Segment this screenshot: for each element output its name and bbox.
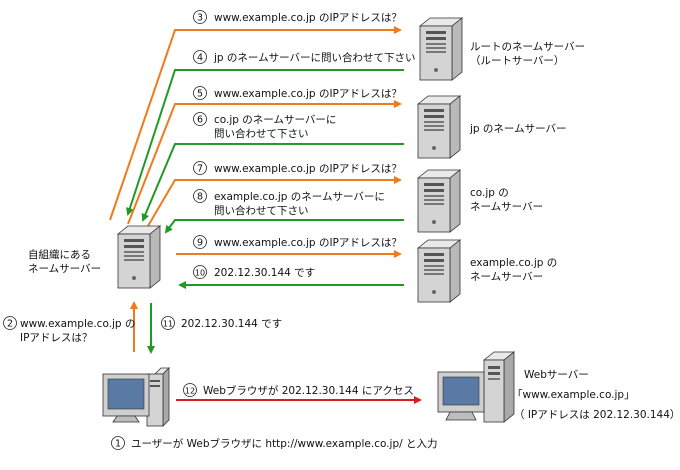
arrow-step-3 [109, 26, 402, 221]
step-number: 8 [197, 192, 203, 203]
server-name: co.jp の [470, 187, 509, 199]
webserver-label: Webサーバー 「www.example.co.jp」 （ IPアドレスは 20… [512, 369, 680, 421]
step-label-7: 7 www.example.co.jp のIPアドレスは？ [193, 161, 402, 175]
step-label-10: 10 202.12.30.144 です [193, 265, 315, 279]
step-label-5: 5 www.example.co.jp のIPアドレスは？ [193, 86, 402, 100]
webserver-ip: （ IPアドレスは 202.12.30.144） [514, 409, 680, 421]
step-text: ユーザーが Webブラウザに http://www.example.co.jp/… [131, 437, 438, 450]
step-number: 1 [115, 439, 121, 450]
webserver-title: Webサーバー [524, 369, 589, 381]
step-text: www.example.co.jp のIPアドレスは？ [214, 88, 402, 100]
step-text: 202.12.30.144 です [214, 267, 315, 279]
arrow-step-7 [147, 176, 402, 227]
step-text: www.example.co.jp のIPアドレスは？ [214, 237, 402, 249]
step-text: jp のネームサーバーに問い合わせて下さい [213, 51, 416, 64]
server-icon-jp [416, 95, 462, 159]
step-number: 6 [197, 115, 203, 126]
arrows [109, 26, 422, 404]
server-name: （ルートサーバー） [470, 55, 564, 67]
step-text: Webブラウザが 202.12.30.144 にアクセス [203, 384, 414, 397]
server-name: ネームサーバー [470, 201, 543, 213]
server-label-example: example.co.jp の ネームサーバー [470, 257, 557, 283]
server-label-local: 自組織にある ネームサーバー [28, 248, 101, 275]
step-label-1: 1 ユーザーが Webブラウザに http://www.example.co.j… [111, 436, 438, 450]
webserver-icon [437, 351, 516, 423]
step-label-11: 11 202.12.30.144 です [161, 316, 282, 330]
step-text: 問い合わせて下さい [214, 127, 309, 140]
step-label-6: 6 co.jp のネームサーバーに 問い合わせて下さい [193, 112, 336, 140]
step-text: 202.12.30.144 です [181, 318, 282, 330]
step-text: IPアドレスは？ [20, 332, 92, 344]
server-name: 自組織にある [28, 248, 91, 261]
server-name: example.co.jp の [470, 257, 557, 269]
server-icon-cojp [416, 169, 462, 233]
arrow-step-6 [141, 143, 404, 222]
arrow-step-4 [126, 69, 404, 216]
arrow-step-5 [127, 100, 402, 225]
step-number: 5 [197, 89, 203, 100]
server-icon-example [416, 239, 462, 303]
step-text: 問い合わせて下さい [214, 204, 309, 217]
server-name: ルートのネームサーバー [470, 41, 585, 53]
step-number: 12 [185, 387, 195, 396]
step-number: 9 [197, 238, 203, 249]
server-label-jp: jp のネームサーバー [469, 123, 567, 135]
server-name: ネームサーバー [28, 263, 101, 275]
step-text: www.example.co.jp のIPアドレスは？ [214, 12, 402, 24]
client-pc-icon [102, 367, 170, 427]
step-label-8: 8 example.co.jp のネームサーバーに 問い合わせて下さい [193, 189, 385, 217]
server-label-cojp: co.jp の ネームサーバー [470, 187, 543, 213]
step-number: 3 [197, 13, 203, 24]
server-icon-root [418, 17, 464, 81]
step-number: 2 [7, 319, 13, 330]
server-label-root: ルートのネームサーバー （ルートサーバー） [470, 41, 585, 67]
step-number: 10 [195, 269, 205, 278]
server-icon-local [116, 225, 162, 289]
step-label-12: 12 Webブラウザが 202.12.30.144 にアクセス [183, 383, 414, 397]
step-label-3: 3 www.example.co.jp のIPアドレスは？ [193, 10, 402, 24]
step-number: 11 [163, 320, 173, 329]
step-label-2: 2 www.example.co.jp の IPアドレスは？ [3, 316, 135, 344]
step-number: 7 [197, 164, 203, 175]
arrow-step-8 [164, 219, 404, 234]
step-text: www.example.co.jp のIPアドレスは？ [214, 163, 402, 175]
step-text: www.example.co.jp の [20, 318, 135, 330]
step-text: example.co.jp のネームサーバーに [214, 191, 385, 203]
step-text: co.jp のネームサーバーに [214, 114, 336, 126]
webserver-host: 「www.example.co.jp」 [512, 389, 635, 401]
step-number: 4 [197, 53, 203, 64]
step-label-4: 4 jp のネームサーバーに問い合わせて下さい [193, 50, 416, 64]
server-name: jp のネームサーバー [469, 123, 567, 135]
server-name: ネームサーバー [470, 271, 543, 283]
step-label-9: 9 www.example.co.jp のIPアドレスは？ [193, 235, 402, 249]
